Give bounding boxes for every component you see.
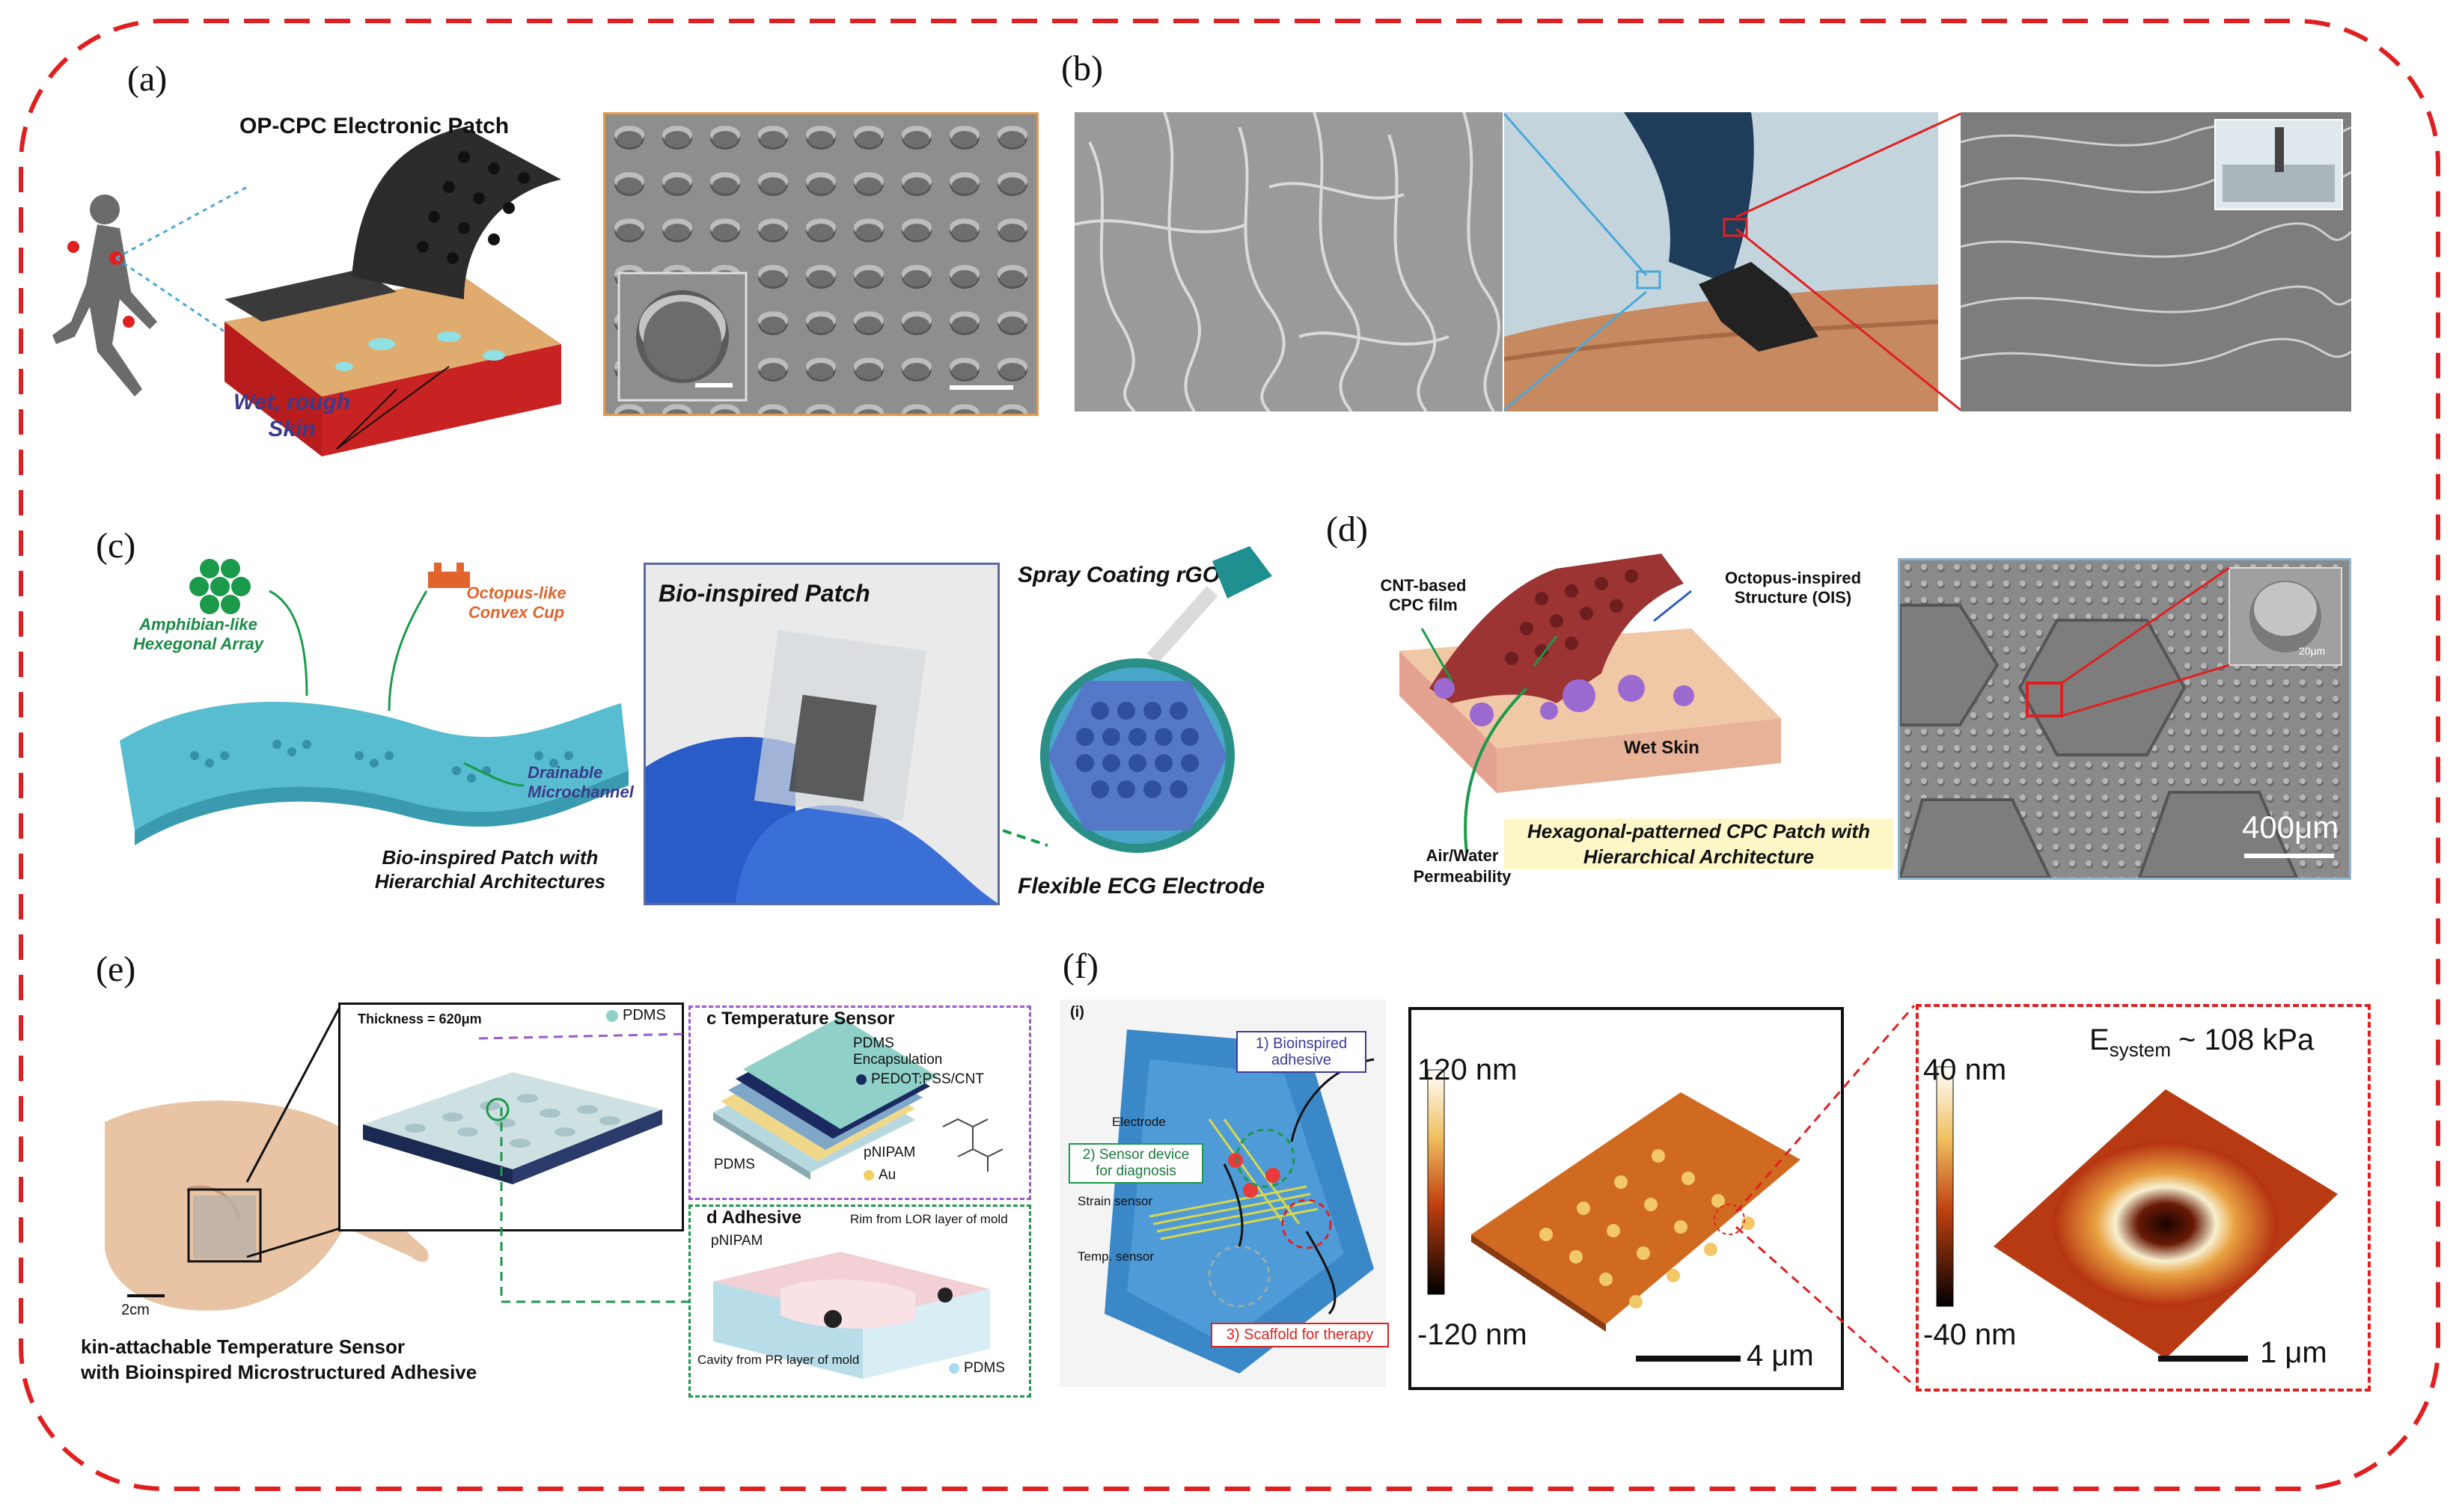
thickness-label: Thickness = 620μm xyxy=(358,1011,482,1026)
ecg-label: Flexible ECG Electrode xyxy=(1018,874,1265,899)
panel-a-illustration: OP-CPC Electronic Patch xyxy=(52,114,561,456)
afm-panel-2 xyxy=(1916,1004,2371,1392)
pnipam-adhesive-label: pNIPAM xyxy=(711,1233,763,1249)
skin-label: Wet, rough Skin xyxy=(233,390,351,441)
amphibian-label: Amphibian-like Hexegonal Array xyxy=(132,615,264,653)
drainable-label: Drainable Microchannel xyxy=(528,763,634,801)
sensor-dot-arm xyxy=(67,241,79,253)
panel-c-label: (c) xyxy=(96,526,136,566)
device-callout-lines xyxy=(245,1006,688,1303)
patch-caption: Bio-inspired Patch with Hierarchial Arch… xyxy=(374,846,606,893)
air-water-label: Air/Water Permeability xyxy=(1413,846,1512,886)
sem-small-scale: 20μm xyxy=(2299,645,2326,657)
pdms-encap-label: PDMS Encapsulation xyxy=(853,1035,943,1068)
panel-b-connectors xyxy=(1503,112,1961,411)
hex-cpc-caption: Hexagonal-patterned CPC Patch with Hiera… xyxy=(1504,818,1893,869)
hand-scale: 2cm xyxy=(121,1302,150,1318)
spray-label: Spray Coating rGO xyxy=(1018,563,1221,587)
photo-title: Bio-inspired Patch xyxy=(659,580,870,607)
hand-caption-2: with Bioinspired Microstructured Adhesiv… xyxy=(81,1361,477,1383)
afm2-cbar-top: 40 nm xyxy=(1923,1053,2007,1086)
afm-connectors xyxy=(1735,1005,1916,1387)
esystem-label: Esystem~ 108 kPa xyxy=(2089,1023,2315,1061)
sensor-dot-knee xyxy=(123,316,135,328)
scaffold-box: 3) Scaffold for therapy xyxy=(1211,1323,1389,1347)
convex-cup-icon xyxy=(428,563,470,588)
pdms-sensor-label: PDMS xyxy=(714,1157,755,1172)
electrode-label: Electrode xyxy=(1112,1115,1166,1129)
op-cpc-patch xyxy=(224,127,561,322)
adhesive-title: d Adhesive xyxy=(706,1208,802,1228)
strain-sensor-label: Strain sensor xyxy=(1078,1194,1153,1208)
panel-a-sem xyxy=(603,112,1039,416)
sensor-device-box: 2) Sensor device for diagnosis xyxy=(1069,1143,1203,1184)
runner-figure xyxy=(52,195,157,397)
hexagon-cluster-icon xyxy=(189,559,251,614)
wet-skin-label: Wet Skin xyxy=(1624,738,1699,758)
afm1-cbar-bottom: -120 nm xyxy=(1417,1318,1527,1351)
panel-b-sem-left xyxy=(1075,112,1503,411)
panel-e-label: (e) xyxy=(96,949,136,989)
rim-label: Rim from LOR layer of mold xyxy=(850,1212,1008,1226)
panel-b-label: (b) xyxy=(1061,49,1103,88)
pnipam-label: pNIPAM xyxy=(864,1145,916,1160)
afm2-cbar-bottom: -40 nm xyxy=(1923,1318,2017,1351)
patch-title: OP-CPC Electronic Patch xyxy=(239,114,509,138)
panel-d-label: (d) xyxy=(1326,509,1368,549)
afm1-scale: 4 μm xyxy=(1747,1339,1814,1372)
bioinspired-adhesive-box: 1) Bioinspired adhesive xyxy=(1236,1031,1366,1073)
panel-b-photo xyxy=(1504,112,1938,411)
panel-c-patch-illustration xyxy=(120,559,629,845)
au-label: Au xyxy=(864,1167,896,1184)
panel-d-sem xyxy=(1898,558,2351,880)
panel-b-sem-right xyxy=(1961,112,2351,411)
pdms-adhesive-label: PDMS xyxy=(949,1360,1005,1377)
hand-photo xyxy=(105,1101,493,1311)
hand-caption-1: kin-attachable Temperature Sensor xyxy=(81,1335,405,1358)
temp-sensor-box xyxy=(688,1006,1031,1200)
temp-sensor-title: c Temperature Sensor xyxy=(706,1008,895,1029)
panel-f-label: (f) xyxy=(1063,946,1099,986)
device-box xyxy=(338,1003,684,1231)
cavity-label: Cavity from PR layer of mold xyxy=(697,1353,860,1367)
octopus-structure-label: Octopus-inspired Structure (OIS) xyxy=(1724,569,1862,607)
roman-i-label: (i) xyxy=(1070,1004,1084,1020)
octopus-label: Octopus-like Convex Cup xyxy=(466,584,566,622)
panel-d-illustration xyxy=(1399,554,1781,854)
sem-scale: 400μm xyxy=(2242,809,2339,845)
pnipam-structure-icon xyxy=(942,1118,1004,1172)
panel-a-label: (a) xyxy=(127,59,168,99)
temp-sensor-label-f: Temp. sensor xyxy=(1078,1249,1155,1264)
afm-panel-1 xyxy=(1408,1007,1844,1390)
adhesive-box xyxy=(688,1205,1031,1398)
cnt-film-label: CNT-based CPC film xyxy=(1380,576,1467,614)
panel-c-electrode xyxy=(1003,546,1272,853)
pedot-label: PEDOT:PSS/CNT xyxy=(856,1071,984,1088)
panel-f-illustration xyxy=(1060,1000,1386,1387)
pdms-label-top: PDMS xyxy=(606,1007,666,1024)
afm1-cbar-top: 120 nm xyxy=(1417,1053,1518,1086)
panel-c-photo xyxy=(644,563,1000,905)
afm2-scale: 1 μm xyxy=(2260,1336,2327,1369)
